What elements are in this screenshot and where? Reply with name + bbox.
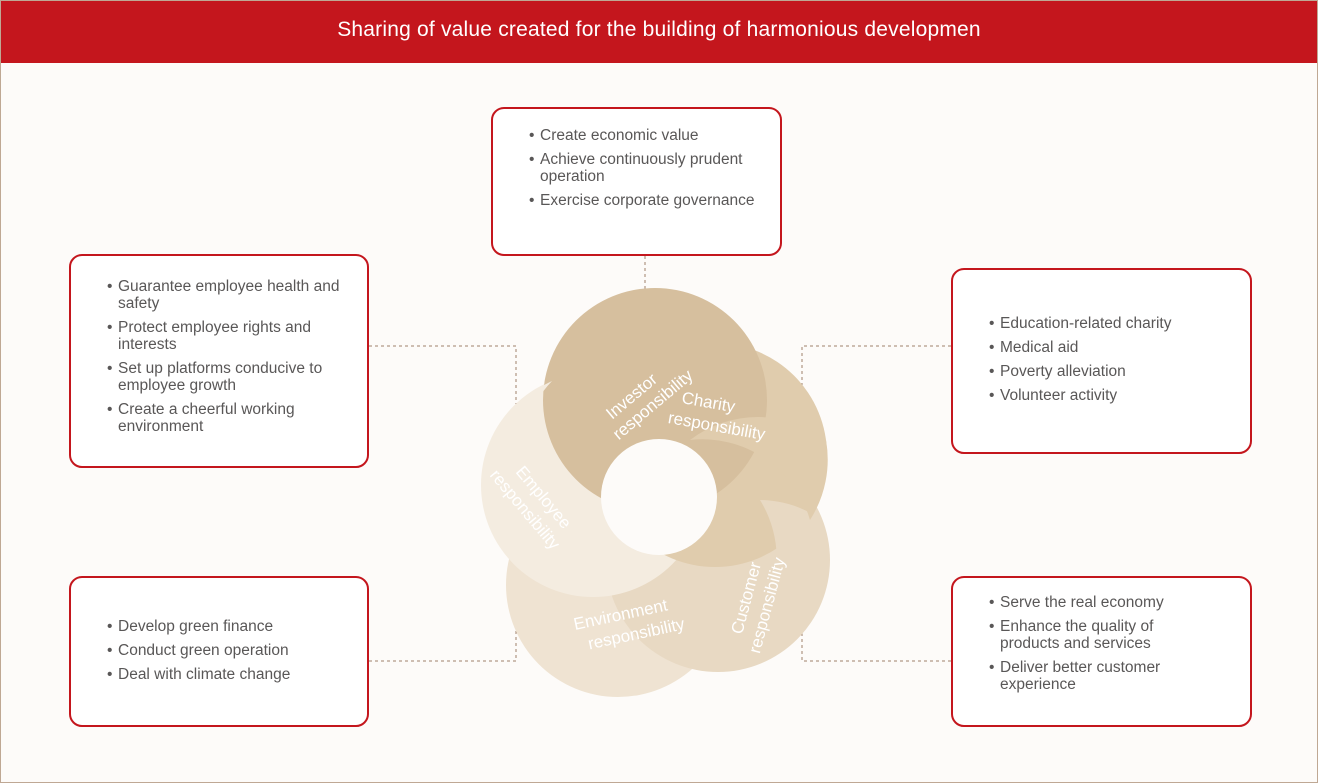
list-item: Poverty alleviation: [989, 363, 1250, 380]
petal-customer-overlap: [690, 500, 830, 672]
list-item: Medical aid: [989, 339, 1250, 356]
list-item: Deliver better customer experience: [989, 659, 1209, 693]
list-item: Deal with climate change: [107, 666, 367, 683]
list-item: Serve the real economy: [989, 594, 1209, 611]
employee-list: Guarantee employee health and safety Pro…: [107, 278, 357, 435]
customer-responsibility-box: Serve the real economy Enhance the quali…: [951, 576, 1252, 727]
wheel-center: [601, 439, 717, 555]
list-item: Guarantee employee health and safety: [107, 278, 357, 312]
list-item: Volunteer activity: [989, 387, 1250, 404]
list-item: Create a cheerful working environment: [107, 401, 357, 435]
list-item: Achieve continuously prudent operation: [529, 151, 780, 185]
charity-responsibility-box: Education-related charity Medical aid Po…: [951, 268, 1252, 454]
petal-employee-overlap: [487, 381, 585, 560]
list-item: Protect employee rights and interests: [107, 319, 357, 353]
environment-list: Develop green finance Conduct green oper…: [107, 618, 367, 683]
wheel-petals: [481, 288, 830, 697]
page-title: Sharing of value created for the buildin…: [337, 18, 981, 41]
customer-list: Serve the real economy Enhance the quali…: [989, 594, 1209, 693]
list-item: Education-related charity: [989, 315, 1250, 332]
investor-responsibility-box: Create economic value Achieve continuous…: [491, 107, 782, 256]
list-item: Conduct green operation: [107, 642, 367, 659]
header-bar: Sharing of value created for the buildin…: [1, 1, 1317, 63]
list-item: Create economic value: [529, 127, 780, 144]
list-item: Develop green finance: [107, 618, 367, 635]
employee-responsibility-box: Guarantee employee health and safety Pro…: [69, 254, 369, 468]
list-item: Exercise corporate governance: [529, 192, 780, 209]
list-item: Enhance the quality of products and serv…: [989, 618, 1209, 652]
charity-list: Education-related charity Medical aid Po…: [989, 315, 1250, 404]
petal-investor: [543, 288, 767, 512]
petal-charity-overlap: [690, 416, 828, 520]
list-item: Set up platforms conducive to employee g…: [107, 360, 357, 394]
environment-responsibility-box: Develop green finance Conduct green oper…: [69, 576, 369, 727]
investor-list: Create economic value Achieve continuous…: [529, 127, 780, 209]
connector-customer: [801, 563, 951, 662]
connector-environment: [369, 563, 517, 662]
